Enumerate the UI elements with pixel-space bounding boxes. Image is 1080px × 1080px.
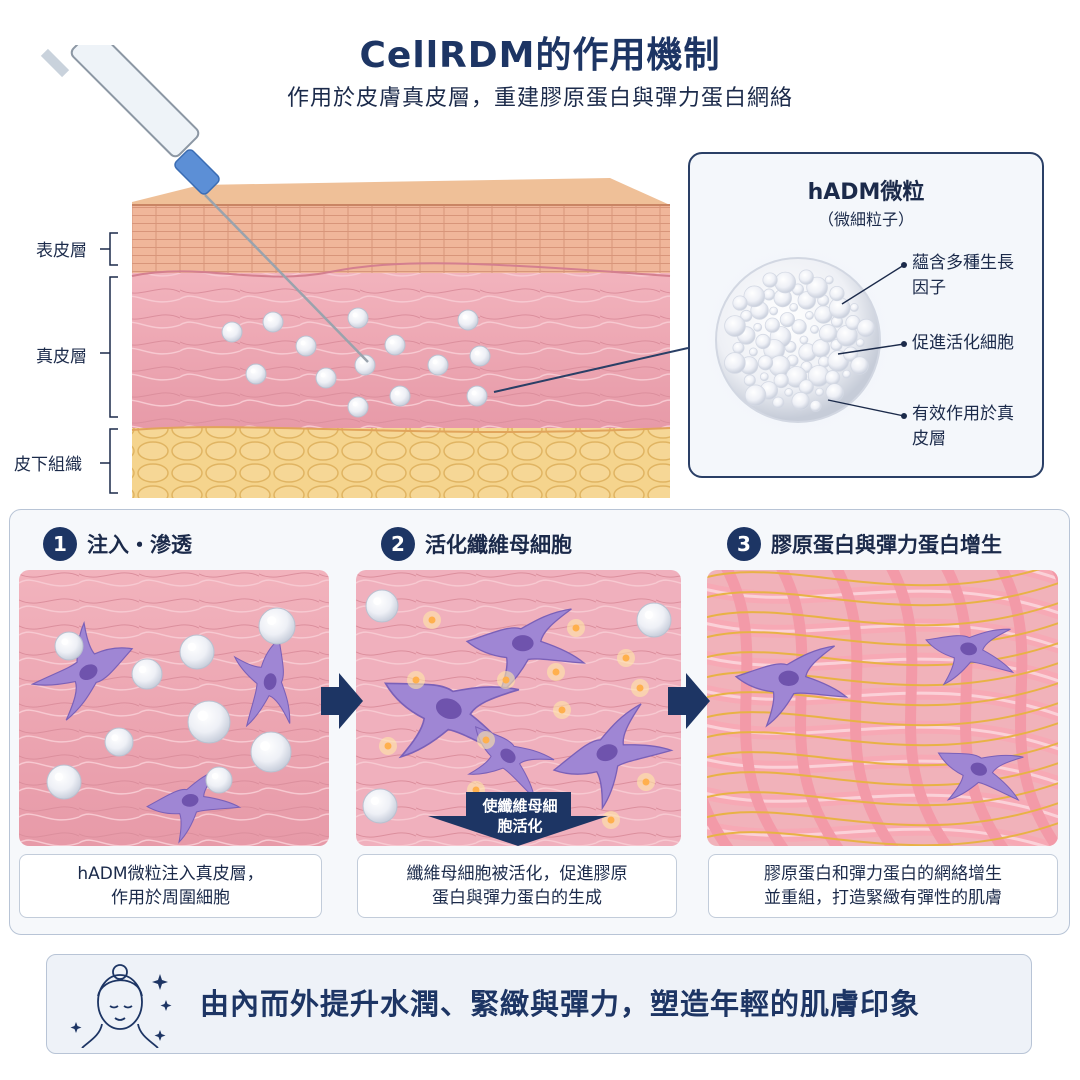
hadm-particle [46,764,82,800]
zoom-point-activate-cells: 促進活化細胞 [912,333,1014,353]
hadm-particle [384,334,406,356]
skin-cross-section [40,45,689,498]
hadm-particle [295,335,317,357]
step-3-number: 3 [727,527,761,561]
page-subtitle: 作用於皮膚真皮層，重建膠原蛋白與彈力蛋白網絡 [286,86,793,111]
zoom-point-growth-factors: 蘊含多種生長 因子 [912,253,1014,298]
hadm-particle [54,631,84,661]
step-3-illustration [707,570,1058,846]
step-2-title: 活化纖維母細胞 [425,533,572,557]
hadm-particle [354,354,376,376]
hadm-particle [245,363,267,385]
hadm-particle [469,345,491,367]
step-1-caption: hADM微粒注入真皮層， 作用於周圍細胞 [19,854,322,918]
step-2-caption: 纖維母細胞被活化，促進膠原 蛋白與彈力蛋白的生成 [357,854,677,918]
hadm-zoom-panel: hADM微粒 （微細粒子） 蘊含多種生長 因子 促進活化細胞 有效作用於真 皮層 [688,152,1044,478]
hadm-particle [457,309,479,331]
hadm-particle [362,788,398,824]
step-2-number: 2 [381,527,415,561]
activation-arrow [428,792,608,846]
hadm-particle [315,367,337,389]
fibroblast-cell [734,645,849,728]
hadm-particle-illustration [693,235,907,445]
activation-arrow-label: 使纖維母細 胞活化 [482,797,558,835]
step-arrow-1-icon [321,673,363,729]
hadm-particle [104,727,134,757]
step-2-illustration [356,570,681,846]
hadm-particle [179,634,215,670]
hadm-particle [131,658,163,690]
fibroblast-cell [30,620,134,721]
fibroblast-cell [552,703,674,811]
step-2-header: 2 活化纖維母細胞 [381,527,572,561]
hadm-particle [205,766,233,794]
slogan-text: 由內而外提升水潤、緊緻與彈力，塑造年輕的肌膚印象 [200,987,921,1021]
hadm-particle [365,589,399,623]
hadm-particle [427,354,449,376]
step-1-header: 1 注入・滲透 [43,527,192,561]
step-3-header: 3 膠原蛋白與彈力蛋白增生 [727,527,1002,561]
hadm-particle [187,700,231,744]
layer-label-subcutaneous: 皮下組織 [14,455,82,475]
fibroblast-cell [937,752,1024,802]
step-1-title: 注入・滲透 [87,533,192,557]
hadm-particle [466,385,488,407]
zoom-title: hADM微粒 [807,180,925,205]
hadm-particle [636,602,672,638]
step-3-title: 膠原蛋白與彈力蛋白增生 [771,533,1002,557]
syringe-icon [40,45,369,363]
layer-brackets [100,232,118,494]
fibroblast-cell [233,638,291,728]
page-title: CellRDM的作用機制 [359,35,721,76]
step-3-caption: 膠原蛋白和彈力蛋白的網絡增生 並重組，打造緊緻有彈性的肌膚 [708,854,1058,918]
hadm-particle [347,396,369,418]
zoom-subtitle: （微細粒子） [817,210,914,229]
fibroblast-cell [465,608,587,696]
hadm-particle [258,607,296,645]
slogan-panel [46,954,1032,1054]
layer-label-dermis: 真皮層 [36,347,87,367]
hadm-particle [262,311,284,333]
hadm-particle [347,307,369,329]
fibroblast-cell [146,767,242,844]
hadm-particle [389,385,411,407]
layer-label-epidermis: 表皮層 [36,241,87,261]
fibroblast-cell [925,628,1015,686]
step-1-number: 1 [43,527,77,561]
hadm-particle [250,731,292,773]
face-icon [70,964,172,1048]
hadm-particle [221,321,243,343]
zoom-point-dermis-action: 有效作用於真 皮層 [912,404,1014,449]
step-arrow-2-icon [668,673,710,729]
step-1-illustration [19,570,329,846]
